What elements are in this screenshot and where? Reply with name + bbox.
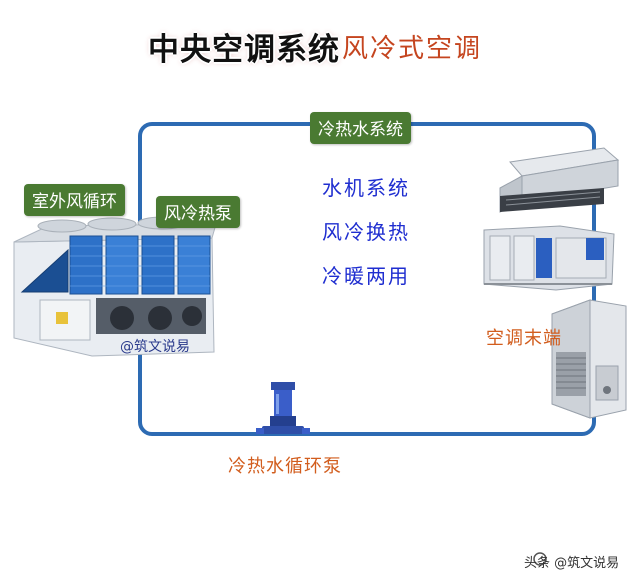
watermark-corner: 头条 @筑文说易 (524, 556, 620, 571)
page-title: 中央空调系统 (148, 32, 340, 68)
pump-label: 冷热水循环泵 (228, 456, 342, 477)
watermark-logo-icon (533, 552, 547, 566)
feature-line: 水机系统 (322, 176, 410, 200)
heat-pump-label: 风冷热泵 (156, 196, 240, 228)
heat-pump-unit-illustration (13, 216, 217, 357)
page-subtitle: 风冷式空调 (342, 34, 483, 64)
outdoor-air-label: 室外风循环 (24, 184, 125, 216)
fan-coil-unit-illustration (499, 147, 620, 213)
air-handling-unit-illustration (483, 225, 615, 291)
feature-line: 风冷换热 (322, 220, 410, 244)
cabinet-ac-unit-illustration (551, 299, 627, 419)
watermark-inline: @筑文说易 (120, 339, 190, 355)
feature-line: 冷暖两用 (322, 264, 410, 288)
terminal-label: 空调末端 (486, 328, 562, 349)
circulation-pump-illustration (256, 382, 310, 434)
water-loop-label: 冷热水系统 (310, 112, 411, 144)
